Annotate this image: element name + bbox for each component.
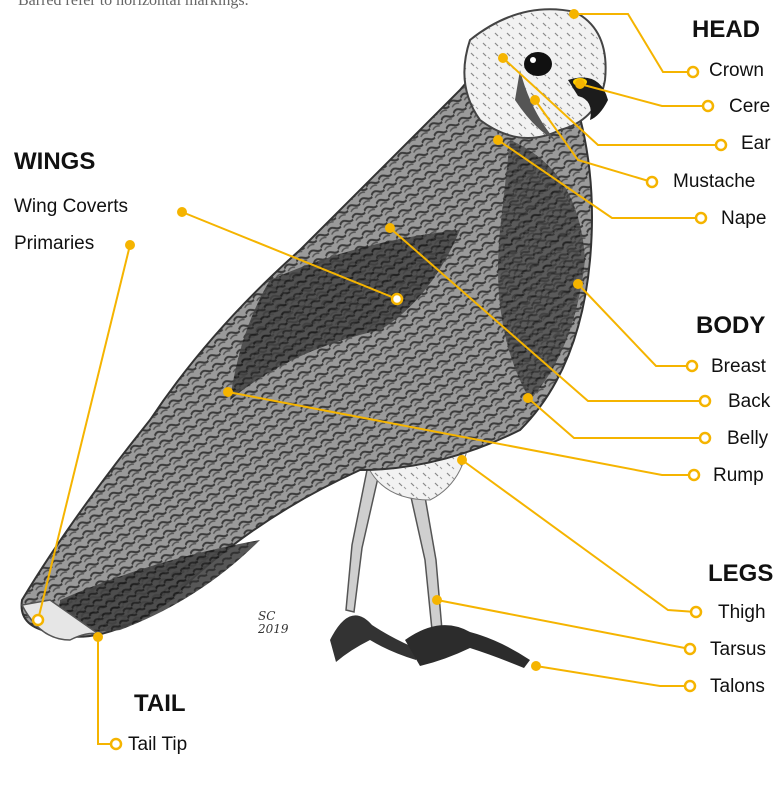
label-marker-crown xyxy=(688,67,698,77)
label-tarsus: Tarsus xyxy=(710,639,766,661)
label-rump: Rump xyxy=(713,465,764,487)
label-tail-tip: Tail Tip xyxy=(128,734,187,756)
eye xyxy=(524,52,552,76)
label-marker-belly xyxy=(700,433,710,443)
label-marker-wing-coverts xyxy=(392,294,402,304)
label-marker-tarsus xyxy=(685,644,695,654)
label-back: Back xyxy=(728,391,770,413)
label-marker-primaries xyxy=(33,615,43,625)
anchor-dot-thigh xyxy=(458,456,466,464)
anchor-dot-tarsus xyxy=(433,596,441,604)
anchor-dot-mustache xyxy=(531,96,539,104)
leader-line-thigh xyxy=(462,460,696,612)
label-mustache: Mustache xyxy=(673,171,755,193)
label-crown: Crown xyxy=(709,60,764,82)
label-belly: Belly xyxy=(727,428,768,450)
hawk-body xyxy=(22,9,608,668)
label-marker-cere xyxy=(703,101,713,111)
label-cere: Cere xyxy=(729,96,770,118)
tail-group-title: TAIL xyxy=(134,690,186,718)
anchor-dot-primaries xyxy=(126,241,134,249)
label-marker-breast xyxy=(687,361,697,371)
body-group-title: BODY xyxy=(696,312,765,340)
label-marker-mustache xyxy=(647,177,657,187)
label-marker-nape xyxy=(696,213,706,223)
label-marker-rump xyxy=(689,470,699,480)
label-nape: Nape xyxy=(721,208,766,230)
leader-line-breast xyxy=(578,284,692,366)
talons-left xyxy=(330,615,420,662)
anchor-dot-wing-coverts xyxy=(178,208,186,216)
label-wing-coverts: Wing Coverts xyxy=(14,196,128,218)
talons-right xyxy=(405,625,530,668)
label-marker-talons xyxy=(685,681,695,691)
anchor-dot-crown xyxy=(570,10,578,18)
label-breast: Breast xyxy=(711,356,766,378)
signature-year: 2019 xyxy=(258,623,289,636)
anchor-dot-back xyxy=(386,224,394,232)
wings-group-title: WINGS xyxy=(14,148,95,176)
head-group-title: HEAD xyxy=(692,16,760,44)
eye-highlight xyxy=(530,57,536,63)
leader-line-talons xyxy=(536,666,690,686)
label-primaries: Primaries xyxy=(14,233,94,255)
anchor-dot-nape xyxy=(494,136,502,144)
legs-group-title: LEGS xyxy=(708,560,773,588)
label-marker-tail-tip xyxy=(111,739,121,749)
label-marker-back xyxy=(700,396,710,406)
label-marker-thigh xyxy=(691,607,701,617)
leader-line-tail-tip xyxy=(98,637,116,744)
label-thigh: Thigh xyxy=(718,602,766,624)
anchor-dot-belly xyxy=(524,394,532,402)
anchor-dot-breast xyxy=(574,280,582,288)
caption-text: Barred refer to horizontal markings. xyxy=(18,0,249,10)
artist-signature: SC 2019 xyxy=(258,610,289,636)
anchor-dot-talons xyxy=(532,662,540,670)
label-ear: Ear xyxy=(741,133,771,155)
anchor-dot-tail-tip xyxy=(94,633,102,641)
label-talons: Talons xyxy=(710,676,765,698)
anchor-dot-ear xyxy=(499,54,507,62)
label-marker-ear xyxy=(716,140,726,150)
anchor-dot-cere xyxy=(576,80,584,88)
leader-line-belly xyxy=(528,398,705,438)
anchor-dot-rump xyxy=(224,388,232,396)
